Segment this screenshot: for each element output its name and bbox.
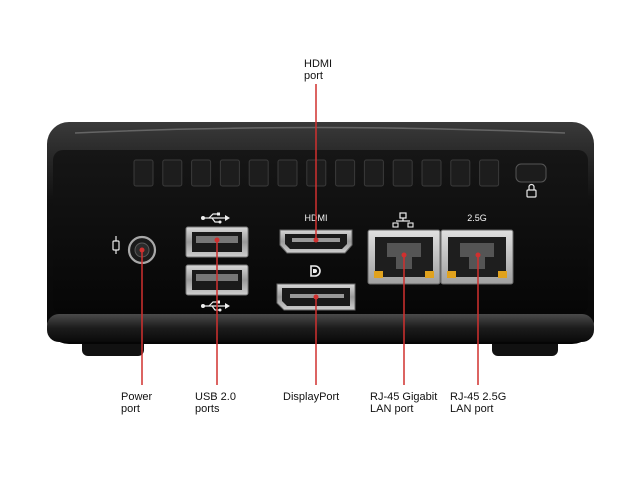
chassis-base bbox=[47, 314, 594, 342]
lock-icon bbox=[526, 183, 537, 198]
vent-slot bbox=[450, 159, 471, 187]
vent-slot bbox=[421, 159, 442, 187]
label-rj45-2.5g: RJ-45 2.5G LAN port bbox=[450, 391, 507, 415]
usb-icon-top bbox=[201, 212, 230, 224]
label-rj45-gigabit: RJ-45 Gigabit LAN port bbox=[370, 391, 438, 415]
kensington-lock-slot bbox=[515, 163, 547, 183]
power-plug-icon bbox=[112, 236, 120, 254]
vent-slot bbox=[392, 159, 413, 187]
label-displayport: DisplayPort bbox=[283, 391, 340, 403]
vent-slot bbox=[335, 159, 356, 187]
label-power-port: Power port bbox=[121, 391, 153, 415]
displayport-logo-icon bbox=[310, 265, 321, 277]
label-hdmi-port: HDMI port bbox=[304, 58, 333, 82]
vent-slot bbox=[363, 159, 384, 187]
lan-2.5g-panel-label: 2.5G bbox=[467, 213, 487, 223]
vent-slot bbox=[277, 159, 298, 187]
vent-slot bbox=[133, 159, 154, 187]
vent-slot bbox=[219, 159, 240, 187]
callout-lines bbox=[141, 84, 479, 385]
vent-slot bbox=[191, 159, 212, 187]
vent-slot bbox=[479, 159, 500, 187]
label-usb-ports: USB 2.0 ports bbox=[195, 391, 236, 415]
top-highlight bbox=[74, 126, 566, 134]
callout-dots bbox=[140, 237, 481, 300]
network-icon bbox=[392, 212, 414, 228]
vent-slot bbox=[248, 159, 269, 187]
air-vents bbox=[133, 159, 500, 187]
vent-slot bbox=[162, 159, 183, 187]
